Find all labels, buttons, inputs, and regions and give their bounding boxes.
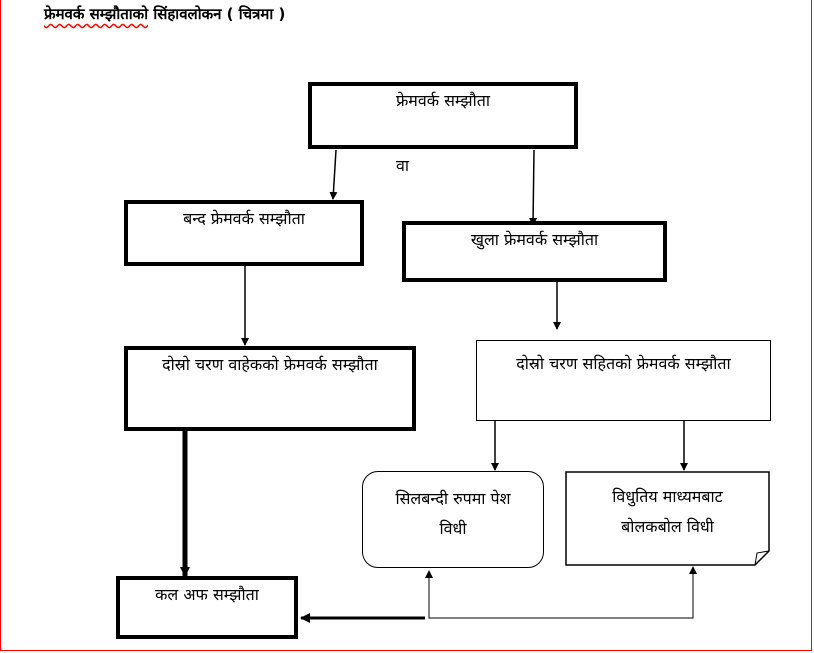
connector-sealed-electronic-to-calloff	[428, 570, 694, 619]
calloff-agreement-box: कल अफ सम्झौता	[116, 576, 298, 639]
calloff-agreement-label: कल अफ सम्झौता	[155, 585, 259, 604]
with-second-stage-box: दोस्रो चरण सहितको फ्रेमवर्क सम्झौता	[476, 340, 771, 421]
open-framework-label: खुला फ्रेमवर्क सम्झौता	[470, 230, 599, 249]
electronic-box-shape	[565, 471, 770, 566]
electronic-box-fold	[754, 550, 770, 566]
closed-framework-label: बन्द फ्रेमवर्क सम्झौता	[183, 209, 305, 228]
electronic-method-label: विधुतिय माध्यमबाट बोलकबोल विधी	[612, 487, 723, 536]
sealed-method-box: सिलबन्दी रुपमा पेश विधी	[362, 471, 544, 568]
heading-part-1: फ्रेमवर्क सम्झौताको	[44, 5, 149, 23]
open-framework-box: खुला फ्रेमवर्क सम्झौता	[402, 221, 667, 282]
closed-framework-box: बन्द फ्रेमवर्क सम्झौता	[124, 200, 364, 266]
arrow-framework-to-closed	[329, 149, 338, 200]
framework-agreement-label: फ्रेमवर्क सम्झौता	[395, 91, 491, 110]
sealed-method-label: सिलबन्दी रुपमा पेश विधी	[395, 489, 511, 538]
diagram-heading: फ्रेमवर्क सम्झौताको सिंहावलोकन ( चित्रमा…	[44, 4, 285, 24]
without-second-stage-label: दोस्रो चरण वाहेकको फ्रेमवर्क सम्झौता	[162, 355, 378, 374]
arrow-framework-to-open	[529, 149, 538, 226]
or-label: वा	[396, 156, 410, 175]
electronic-method-box: विधुतिय माध्यमबाट बोलकबोल विधी	[566, 472, 769, 565]
with-second-stage-label: दोस्रो चरण सहितको फ्रेमवर्क सम्झौता	[516, 354, 731, 373]
without-second-stage-box: दोस्रो चरण वाहेकको फ्रेमवर्क सम्झौता	[124, 346, 416, 431]
framework-agreement-box: फ्रेमवर्क सम्झौता	[308, 82, 578, 149]
heading-part-2: सिंहावलोकन ( चित्रमा )	[153, 5, 286, 23]
